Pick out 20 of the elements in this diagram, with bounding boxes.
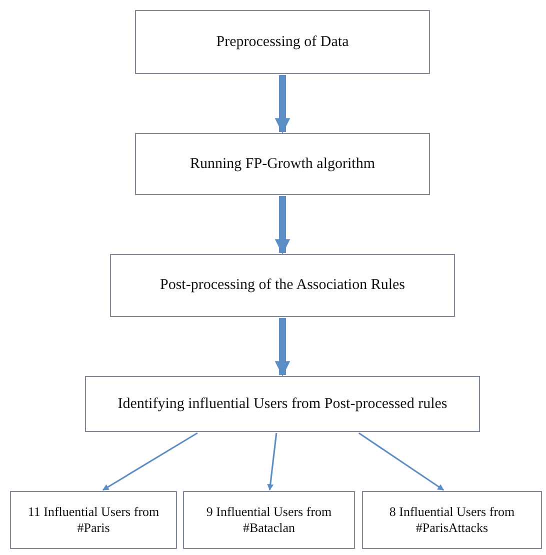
arrow: [274, 75, 290, 134]
node-label: Running FP-Growth algorithm: [190, 156, 375, 172]
result-box: [183, 491, 355, 549]
node-label: 8 Influential Users from #ParisAttacks: [388, 504, 516, 536]
arrow: [274, 196, 290, 255]
arrow: [358, 432, 444, 491]
node-label: 9 Influential Users from #Bataclan: [205, 504, 333, 536]
arrow: [274, 318, 290, 377]
arrow: [267, 432, 278, 491]
process-box: [85, 376, 480, 432]
node-label: Preprocessing of Data: [216, 34, 349, 50]
node-label: Post-processing of the Association Rules: [160, 277, 405, 294]
process-box: [110, 254, 455, 317]
process-box: [135, 10, 430, 74]
result-box: [362, 491, 542, 549]
node-label: 11 Influential Users from #Paris: [26, 504, 160, 536]
result-box: [10, 491, 177, 549]
arrow: [102, 432, 198, 491]
node-label: Identifying influential Users from Post-processed rules: [118, 396, 448, 412]
process-box: [135, 133, 430, 195]
